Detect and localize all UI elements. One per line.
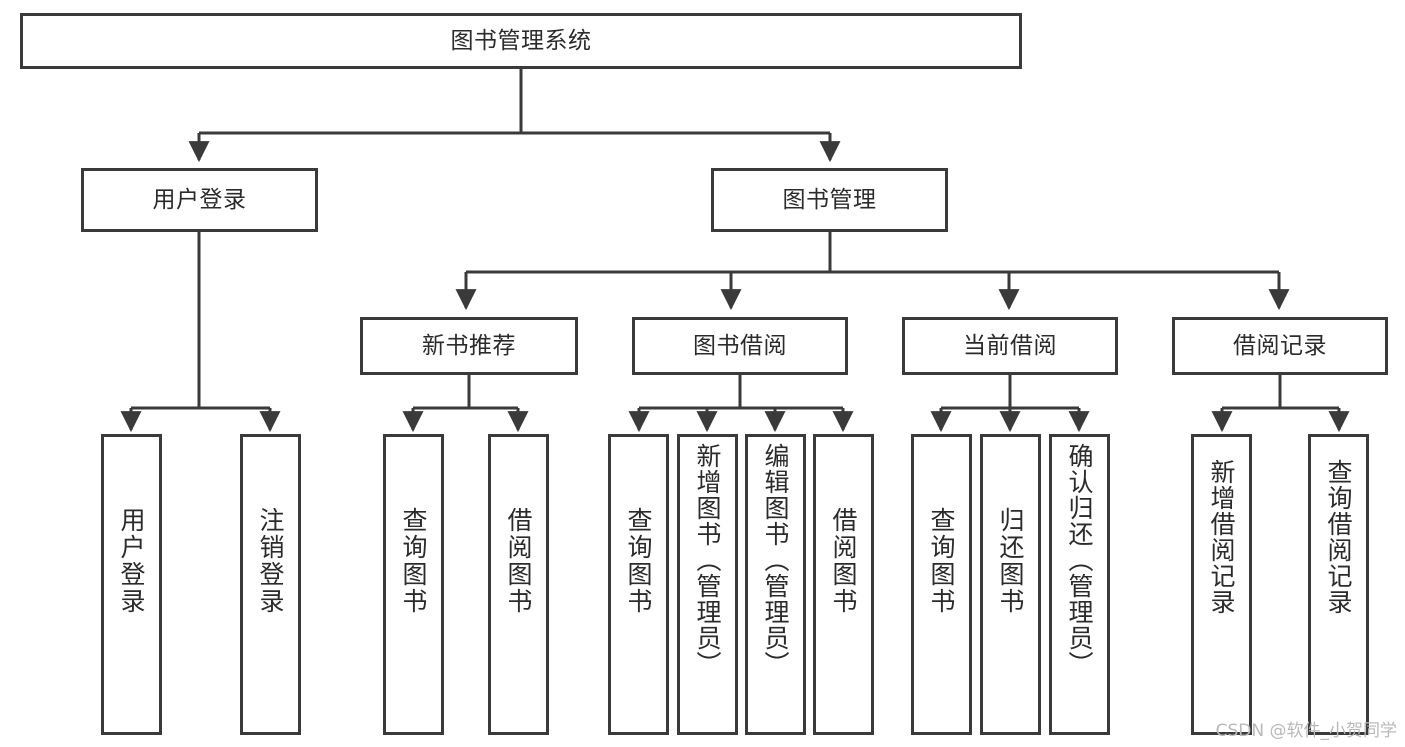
leaf-return-book[interactable]: 归还图书 <box>980 434 1041 735</box>
node-user-login-label: 用户登录 <box>152 186 247 213</box>
node-new-book-recommend-label: 新书推荐 <box>422 332 516 359</box>
leaf-borrow-book-1[interactable]: 借阅图书 <box>488 434 549 735</box>
leaf-query-book-3-label: 查询图书 <box>927 507 956 615</box>
node-root-label: 图书管理系统 <box>450 27 592 54</box>
node-new-book-recommend[interactable]: 新书推荐 <box>360 317 578 375</box>
leaf-query-book-2[interactable]: 查询图书 <box>608 434 669 735</box>
leaf-borrow-book-2[interactable]: 借阅图书 <box>813 434 874 735</box>
leaf-confirm-return[interactable]: 确认归还（管理员） <box>1049 434 1110 735</box>
leaf-add-book-label: 新增图书（管理员） <box>693 443 722 677</box>
leaf-user-login-label: 用户登录 <box>117 507 146 615</box>
leaf-add-book[interactable]: 新增图书（管理员） <box>677 434 738 735</box>
leaf-edit-book-label: 编辑图书（管理员） <box>761 443 790 677</box>
leaf-add-record[interactable]: 新增借阅记录 <box>1191 434 1252 735</box>
node-book-borrow-label: 图书借阅 <box>693 332 787 359</box>
leaf-query-record[interactable]: 查询借阅记录 <box>1308 434 1369 735</box>
leaf-confirm-return-label: 确认归还（管理员） <box>1065 443 1094 677</box>
leaf-logout-login-label: 注销登录 <box>256 507 285 615</box>
leaf-return-book-label: 归还图书 <box>996 507 1025 615</box>
leaf-query-book-2-label: 查询图书 <box>624 507 653 615</box>
node-book-manage[interactable]: 图书管理 <box>711 168 948 232</box>
leaf-borrow-book-1-label: 借阅图书 <box>504 507 533 615</box>
leaf-query-book-1[interactable]: 查询图书 <box>383 434 444 735</box>
leaf-borrow-book-2-label: 借阅图书 <box>829 507 858 615</box>
leaf-query-book-1-label: 查询图书 <box>399 507 428 615</box>
leaf-add-record-label: 新增借阅记录 <box>1207 459 1236 615</box>
node-borrow-record[interactable]: 借阅记录 <box>1172 317 1388 375</box>
leaf-query-record-label: 查询借阅记录 <box>1324 459 1353 615</box>
leaf-logout-login[interactable]: 注销登录 <box>240 434 301 735</box>
node-root[interactable]: 图书管理系统 <box>20 13 1022 69</box>
node-borrow-record-label: 借阅记录 <box>1233 332 1327 359</box>
leaf-user-login[interactable]: 用户登录 <box>101 434 162 735</box>
node-book-manage-label: 图书管理 <box>782 186 877 213</box>
node-user-login[interactable]: 用户登录 <box>81 168 318 232</box>
csdn-watermark: CSDN @软件_小贺同学 <box>1215 721 1397 741</box>
leaf-query-book-3[interactable]: 查询图书 <box>911 434 972 735</box>
node-current-borrow-label: 当前借阅 <box>963 332 1057 359</box>
node-current-borrow[interactable]: 当前借阅 <box>902 317 1118 375</box>
leaf-edit-book[interactable]: 编辑图书（管理员） <box>745 434 806 735</box>
node-book-borrow[interactable]: 图书借阅 <box>632 317 848 375</box>
